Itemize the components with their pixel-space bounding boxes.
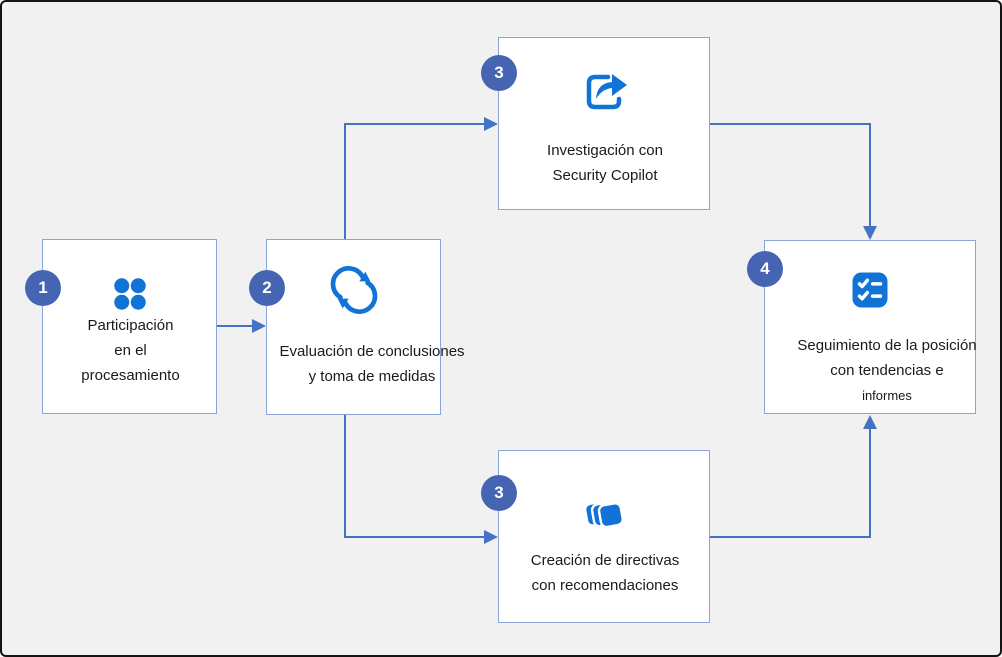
step-label-evaluacion: Evaluación de conclusiones y toma de med… bbox=[279, 343, 465, 385]
connector-step3-bottom-to-step4 bbox=[710, 426, 871, 538]
sync-arrows-icon bbox=[330, 266, 377, 314]
step-label-investigacion: Investigación con Security Copilot bbox=[547, 142, 663, 184]
step-label-creacion: Creación de directivas con recomendacion… bbox=[530, 552, 680, 594]
step-box-investigacion: 3 Investigación con Security Copilot bbox=[481, 37, 710, 210]
arrowhead-right-1 bbox=[252, 319, 266, 333]
arrowhead-right-3 bbox=[484, 530, 498, 544]
arrowhead-down bbox=[863, 226, 877, 240]
connector-step2-to-step3-top bbox=[344, 123, 487, 239]
stacked-layers-icon bbox=[583, 500, 624, 529]
step-badge-3-top: 3 bbox=[481, 55, 517, 91]
connector-step3-top-to-step4 bbox=[710, 123, 871, 229]
step-badge-4: 4 bbox=[747, 251, 783, 287]
connector-step2-to-step3-bottom bbox=[344, 414, 487, 538]
step-badge-2: 2 bbox=[249, 270, 285, 306]
step-box-evaluacion: 2 Evaluación de conclusiones y toma de m… bbox=[249, 239, 465, 415]
arrowhead-up bbox=[863, 415, 877, 429]
step-badge-1: 1 bbox=[25, 270, 61, 306]
arrowhead-right-2 bbox=[484, 117, 498, 131]
dots-grid-icon bbox=[113, 278, 146, 310]
share-arrow-icon bbox=[586, 74, 627, 110]
step-badge-3-bottom: 3 bbox=[481, 475, 517, 511]
checklist-icon bbox=[852, 272, 888, 308]
step-label-seguimiento: Seguimiento de la posición con tendencia… bbox=[797, 337, 977, 403]
step-box-seguimiento: 4 Seguimiento de la posición con tendenc… bbox=[747, 240, 977, 414]
step-box-creacion: 3 Creación de directivas con recomendaci… bbox=[481, 450, 710, 623]
step-label-participacion: Participación en el procesamiento bbox=[81, 317, 180, 384]
step-box-participacion: 1 Participación en el procesamiento bbox=[25, 239, 217, 414]
